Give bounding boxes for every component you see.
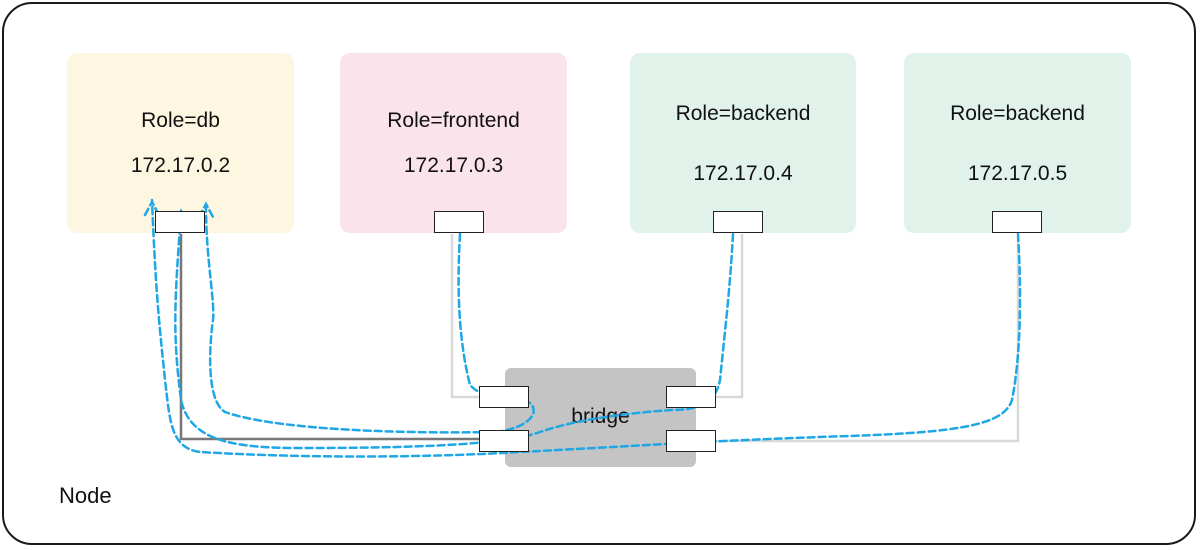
port-backend-2 [992,211,1042,233]
pod-db: Role=db 172.17.0.2 [67,53,294,233]
pod-backend-2: Role=backend 172.17.0.5 [904,53,1131,233]
port-backend-1 [713,211,763,233]
pod-db-role: Role=db [141,109,220,132]
pod-frontend-ip: 172.17.0.3 [403,154,504,177]
arrowhead-1 [143,199,161,217]
pod-db-ip: 172.17.0.2 [130,154,231,177]
flow-backend1-to-db [174,209,735,450]
pod-frontend-role: Role=frontend [387,109,520,132]
bridge-port-top-left [479,386,529,408]
flow-frontend-to-db [204,205,535,434]
pod-frontend: Role=frontend 172.17.0.3 [340,53,567,233]
wire-frontend [450,234,480,399]
node-label: Node [59,483,112,508]
bridge-label: bridge [571,405,630,428]
pod-backend-2-ip: 172.17.0.5 [967,162,1068,185]
wire-backend-2 [716,234,1020,443]
wire-db [179,234,480,441]
wire-backend-1 [716,234,744,399]
flow-backend2-to-db [150,198,1022,458]
pod-backend-1: Role=backend 172.17.0.4 [630,53,856,233]
pod-backend-1-ip: 172.17.0.4 [693,162,793,185]
bridge-port-bottom-left [479,430,529,452]
pod-backend-1-role: Role=backend [675,102,811,125]
bridge-port-top-right [666,386,716,408]
port-frontend [434,211,484,233]
bridge-port-bottom-right [666,430,716,452]
port-db [155,211,205,233]
pod-backend-2-role: Role=backend [950,102,1085,125]
